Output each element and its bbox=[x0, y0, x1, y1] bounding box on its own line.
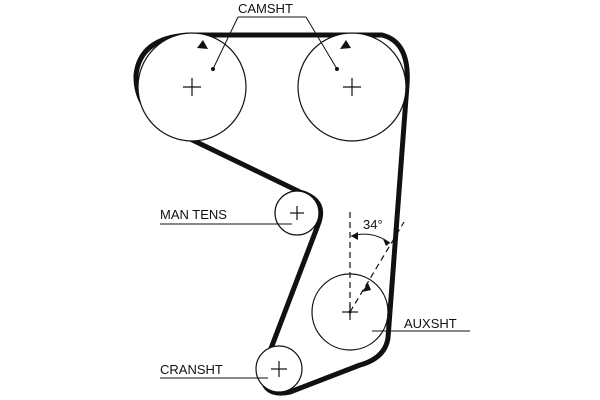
angle-indicator: 34° bbox=[349, 212, 405, 313]
manual-tensioner-pulley bbox=[274, 190, 320, 236]
angle-label: 34° bbox=[363, 217, 383, 232]
right-camshaft-pulley bbox=[297, 32, 407, 142]
crankshaft-label: CRANSHT bbox=[160, 362, 223, 377]
angled-reference-line bbox=[349, 221, 405, 313]
camshaft-leader-left bbox=[212, 16, 239, 70]
camshaft-callout: CAMSHT bbox=[212, 1, 338, 70]
man-tens-callout: MAN TENS bbox=[160, 207, 292, 225]
man-tens-label: MAN TENS bbox=[160, 207, 227, 222]
arc-arrow-right bbox=[383, 239, 390, 246]
arc-arrow-left bbox=[351, 232, 358, 240]
auxshaft-callout: AUXSHT bbox=[372, 316, 470, 332]
auxshaft-label: AUXSHT bbox=[404, 316, 457, 331]
timing-belt bbox=[133, 32, 410, 396]
left-camshaft-pulley bbox=[137, 32, 247, 142]
camshaft-label: CAMSHT bbox=[238, 1, 293, 16]
camshaft-leader-right bbox=[305, 16, 338, 70]
crankshaft-pulley bbox=[255, 345, 303, 393]
timing-mark-triangle bbox=[340, 40, 351, 49]
timing-mark-triangle bbox=[197, 40, 208, 49]
crankshaft-callout: CRANSHT bbox=[160, 362, 268, 379]
angle-arrowhead bbox=[362, 283, 371, 292]
